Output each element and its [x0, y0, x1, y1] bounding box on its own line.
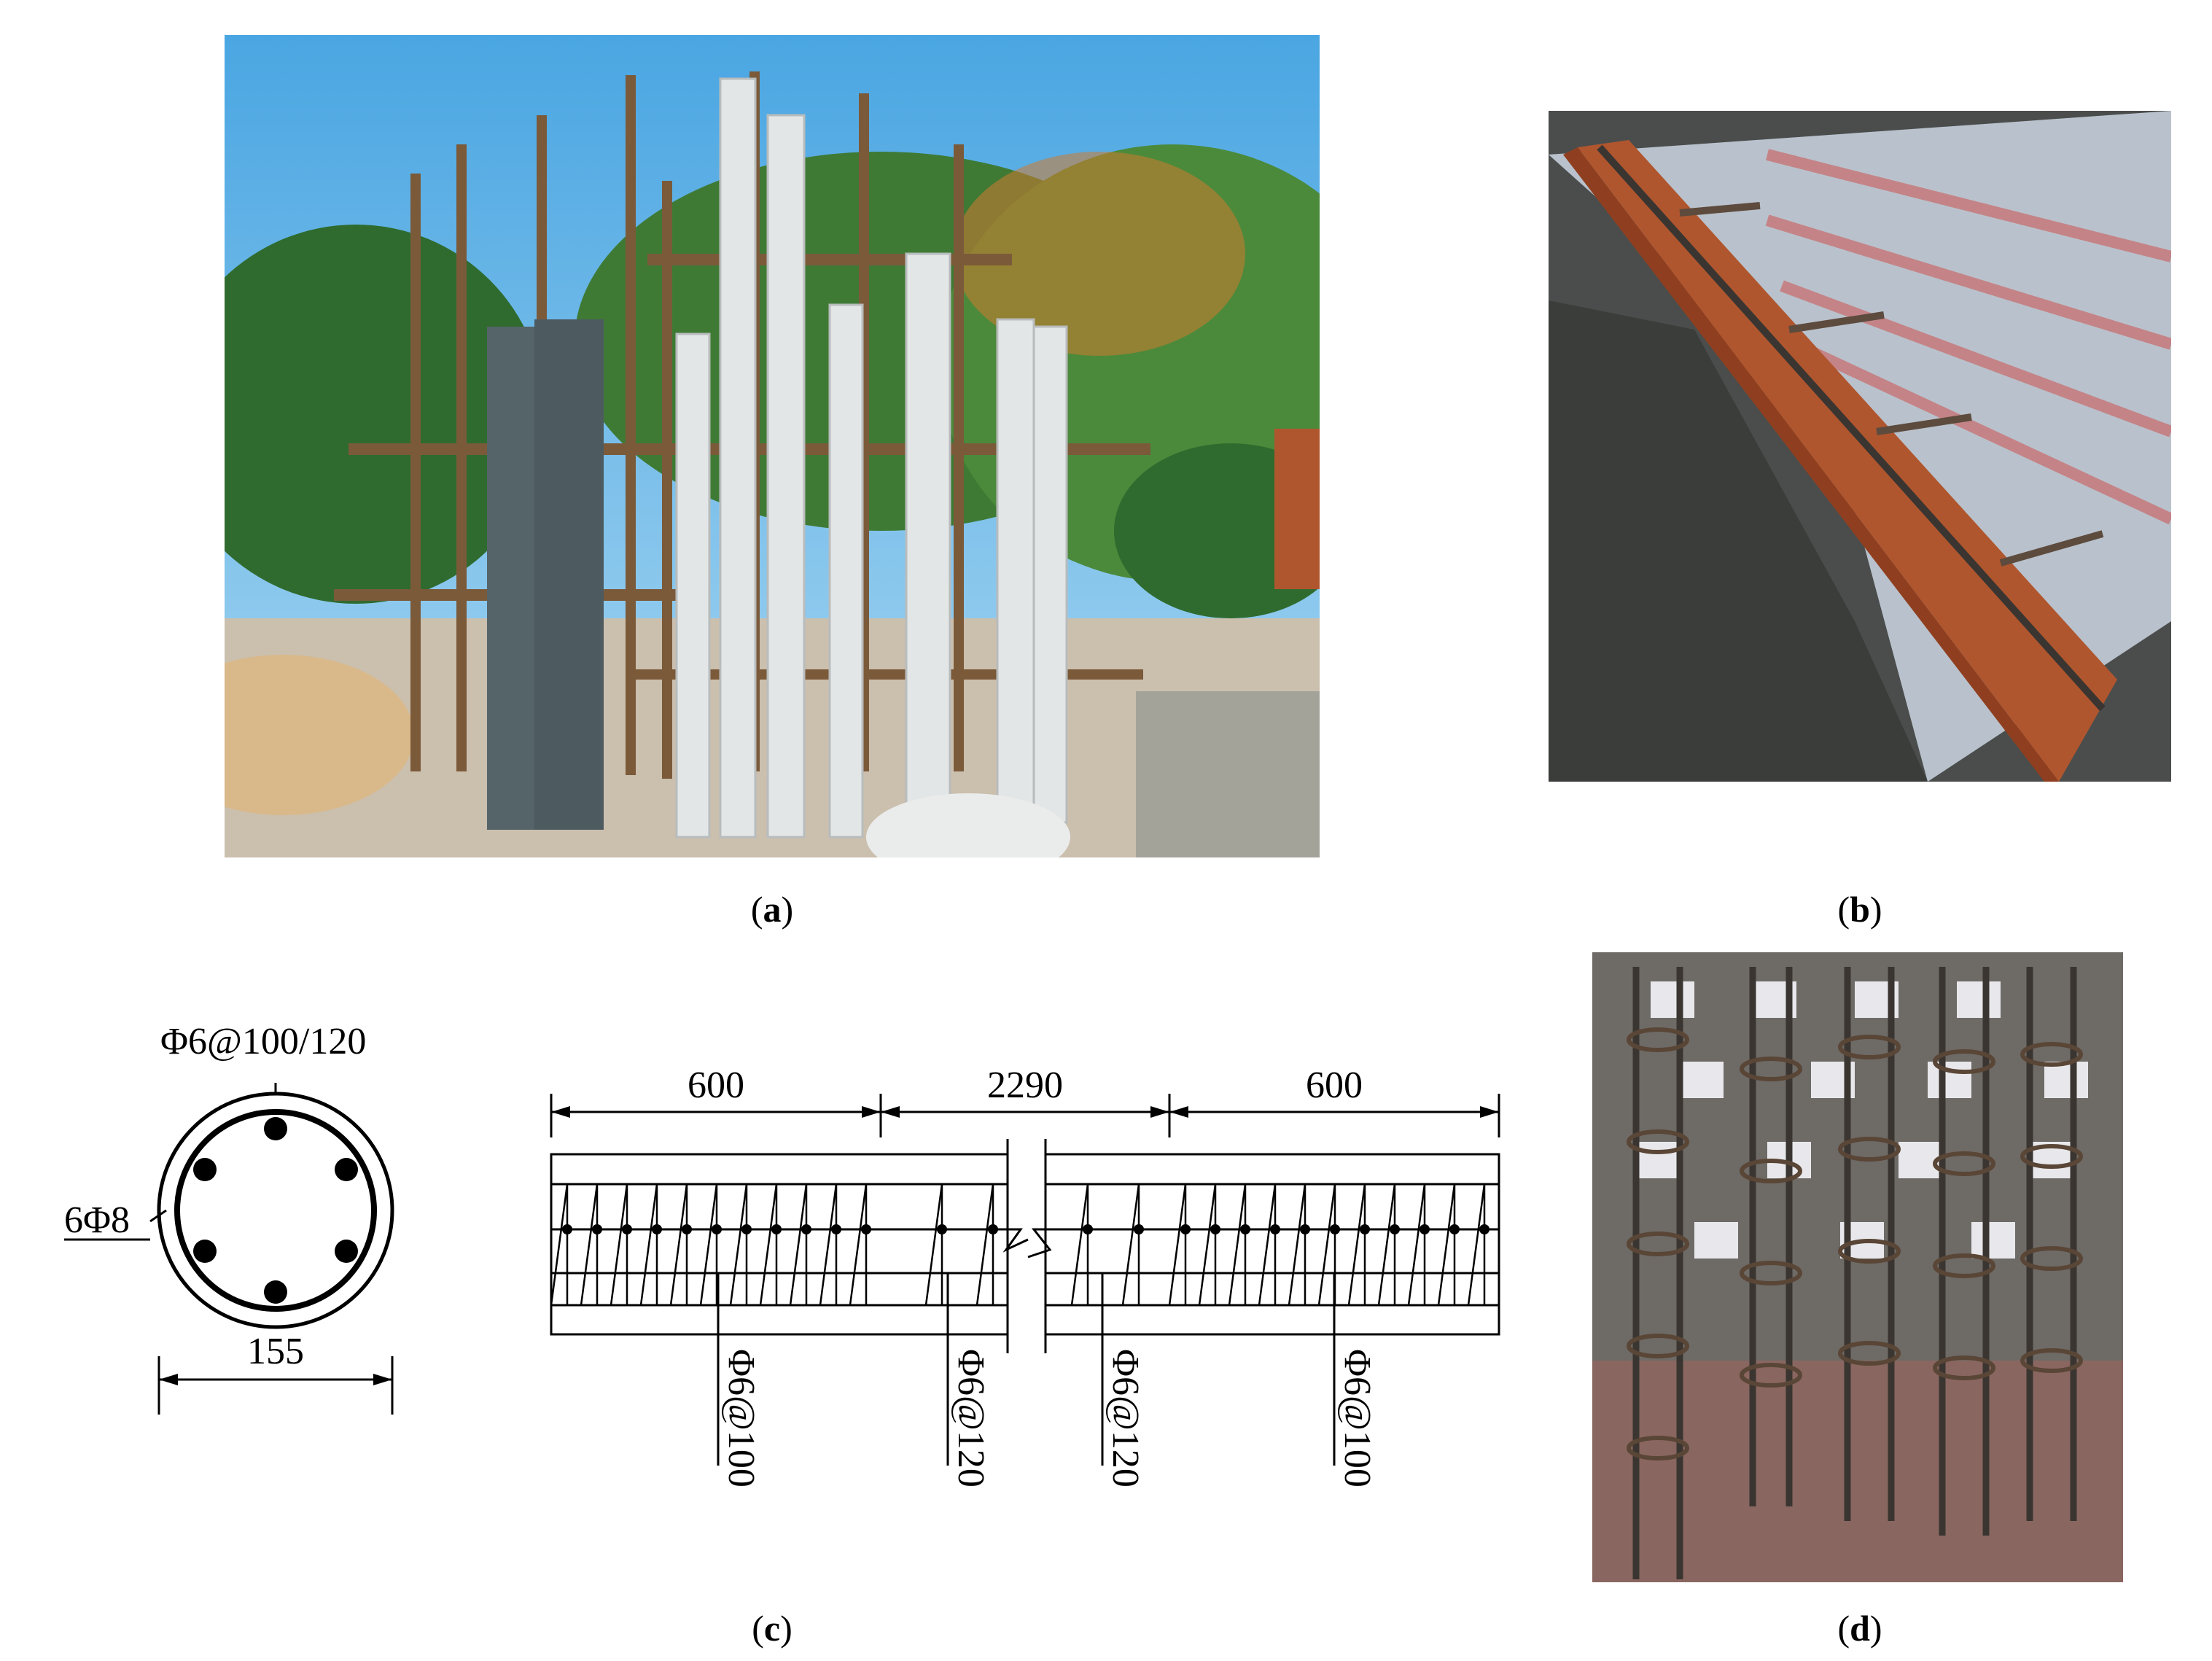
bar-dot	[771, 1224, 782, 1234]
stirrup-line	[924, 1183, 943, 1306]
longitudinal-bar	[193, 1240, 217, 1263]
dim-left-600: 600	[688, 1065, 744, 1106]
stirrup-line	[819, 1183, 838, 1306]
elevation-right-outline	[1045, 1153, 1500, 1336]
photo-a-column-formwork	[225, 35, 1320, 857]
stirrup-line	[1407, 1183, 1426, 1306]
bar-dot	[562, 1224, 572, 1234]
bar-dot	[1479, 1224, 1489, 1234]
dim-right-600: 600	[1306, 1065, 1363, 1106]
longitudinal-bar	[264, 1117, 287, 1140]
caption-b: (b)	[1837, 889, 1882, 930]
longitudinal-bar	[193, 1158, 217, 1181]
bar-dot	[801, 1224, 811, 1234]
stirrup-line	[610, 1183, 628, 1306]
stirrup-line	[550, 1183, 569, 1306]
stirrup-line	[1467, 1183, 1486, 1306]
bar-dot	[712, 1224, 722, 1234]
bar-dot	[1300, 1224, 1310, 1234]
stirrup-line	[849, 1183, 868, 1306]
stirrup-line	[1258, 1183, 1277, 1306]
photo-d-rebar-cages	[1592, 952, 2123, 1582]
stirrup-line	[789, 1183, 808, 1306]
bar-dot	[937, 1224, 947, 1234]
callout-stirrup-2: Φ6@120	[950, 1349, 992, 1487]
photo-b-beam-formwork	[1549, 111, 2171, 782]
section-stirrup-label: Φ6@100/120	[160, 1021, 366, 1062]
bar-dot	[682, 1224, 692, 1234]
bar-dot	[1330, 1224, 1340, 1234]
bar-dot	[1180, 1224, 1191, 1234]
longitudinal-bar	[335, 1240, 358, 1263]
caption-a: (a)	[750, 889, 794, 930]
dim-middle-2290: 2290	[987, 1065, 1063, 1106]
stirrup-line	[1168, 1183, 1187, 1306]
stirrup-line	[1070, 1183, 1089, 1306]
longitudinal-bar	[264, 1280, 287, 1304]
stirrup-line	[975, 1183, 994, 1306]
stirrup-line	[1317, 1183, 1336, 1306]
caption-d: (d)	[1837, 1608, 1882, 1649]
stirrup-line	[1198, 1183, 1217, 1306]
stirrup-line	[1347, 1183, 1366, 1306]
bar-dot	[652, 1224, 662, 1234]
elevation-left-outline	[550, 1153, 1008, 1336]
bar-dot	[1420, 1224, 1430, 1234]
stirrup-line	[1377, 1183, 1396, 1306]
bar-dot	[592, 1224, 602, 1234]
stirrup-line	[669, 1183, 688, 1306]
stirrup-line	[1437, 1183, 1456, 1306]
callout-stirrup-1: Φ6@100	[720, 1349, 762, 1487]
bar-dot	[1390, 1224, 1400, 1234]
bar-dot	[831, 1224, 841, 1234]
stirrup-line	[699, 1183, 718, 1306]
bar-dot	[741, 1224, 752, 1234]
callout-stirrup-3: Φ6@120	[1105, 1349, 1146, 1487]
bar-dot	[622, 1224, 632, 1234]
stirrup-line	[1121, 1183, 1140, 1306]
longitudinal-bar	[335, 1158, 358, 1181]
bar-dot	[1270, 1224, 1280, 1234]
section-diameter-label: 155	[247, 1331, 304, 1372]
section-longitudinal-label: 6Φ8	[64, 1199, 130, 1241]
caption-c: (c)	[752, 1608, 792, 1649]
bar-dot	[1083, 1224, 1093, 1234]
bar-dot	[988, 1224, 998, 1234]
callout-stirrup-4: Φ6@100	[1336, 1349, 1378, 1487]
stirrup-line	[639, 1183, 658, 1306]
bar-dot	[1134, 1224, 1144, 1234]
stirrup-line	[729, 1183, 748, 1306]
bar-dot	[1449, 1224, 1460, 1234]
bar-dot	[1210, 1224, 1220, 1234]
bar-dot	[1240, 1224, 1250, 1234]
stirrup-line	[759, 1183, 778, 1306]
stirrup-line	[1228, 1183, 1247, 1306]
section-stirrup-circle	[174, 1109, 377, 1312]
stirrup-line	[1288, 1183, 1306, 1306]
bar-dot	[1360, 1224, 1370, 1234]
stirrup-line	[580, 1183, 599, 1306]
bar-dot	[861, 1224, 871, 1234]
